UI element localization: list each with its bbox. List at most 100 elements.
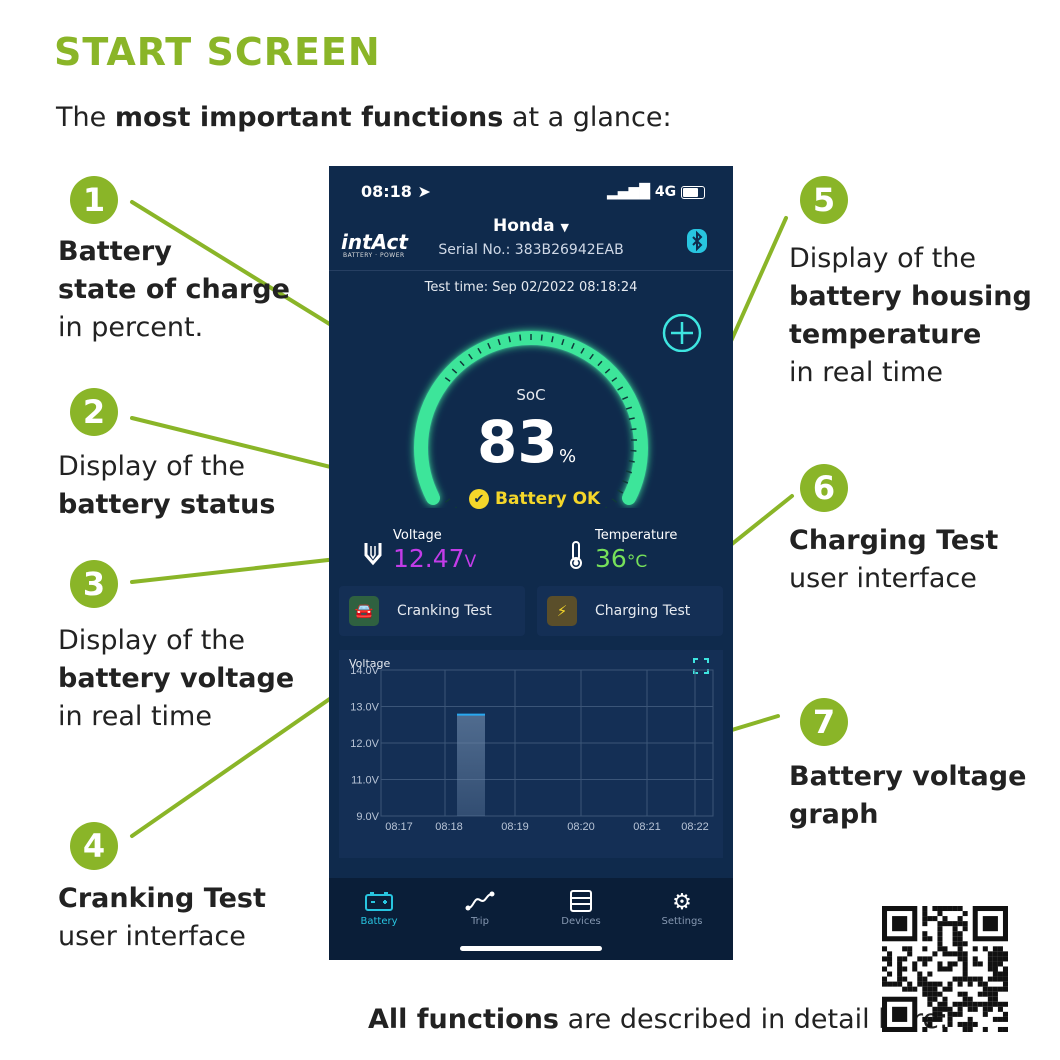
qr-module (927, 986, 933, 992)
qr-module (922, 976, 928, 982)
qr-module (957, 941, 963, 947)
add-icon[interactable] (659, 314, 705, 352)
qr-module (962, 1026, 968, 1032)
qr-module (922, 906, 928, 912)
qr-module (977, 1001, 983, 1007)
qr-module (882, 981, 888, 987)
qr-module (917, 981, 923, 987)
qr-module (947, 906, 953, 912)
qr-module (902, 976, 908, 982)
qr-module (922, 946, 928, 952)
qr-module (992, 956, 998, 962)
nav-devices[interactable]: Devices (541, 890, 621, 927)
qr-module (882, 966, 888, 972)
bluetooth-icon[interactable] (687, 229, 707, 253)
soc-label: SoC (516, 386, 546, 404)
qr-module (967, 1016, 973, 1022)
nav-battery[interactable]: Battery (339, 890, 419, 927)
qr-module (947, 1016, 953, 1022)
qr-module (987, 961, 993, 967)
qr-module (917, 956, 923, 962)
qr-module (947, 1021, 953, 1027)
gauge-tick (604, 506, 608, 508)
qr-module (947, 1011, 953, 1017)
qr-module (932, 916, 938, 922)
graph-title: Voltage (349, 657, 391, 670)
qr-module (962, 996, 968, 1002)
qr-module (1002, 951, 1008, 957)
qr-module (942, 906, 948, 912)
callout-badge-7: 7 (800, 698, 848, 746)
qr-module (952, 951, 958, 957)
qr-module (992, 966, 998, 972)
gauge-tick (611, 377, 618, 382)
gauge-tick (617, 489, 624, 494)
gauge-tick (497, 338, 501, 346)
qr-module (942, 1001, 948, 1007)
qr-module (962, 941, 968, 947)
qr-module (972, 961, 978, 967)
gauge-tick (630, 449, 637, 452)
charging-test-button[interactable]: ⚡ Charging Test (537, 586, 723, 636)
qr-module (977, 991, 983, 997)
qr-module (957, 976, 963, 982)
qr-module (897, 956, 903, 962)
qr-module (927, 1016, 933, 1022)
qr-module (982, 1026, 988, 1032)
qr-module (942, 996, 948, 1002)
status-time: 08:18 ➤ (361, 182, 431, 201)
callout-badge-6: 6 (800, 464, 848, 512)
gauge-tick (459, 360, 465, 367)
qr-module (942, 1026, 948, 1032)
qr-module (992, 961, 998, 967)
gauge-tick (444, 498, 451, 503)
qr-module (962, 926, 968, 932)
intact-logo: intAct (341, 230, 408, 254)
qr-module (937, 936, 943, 942)
qr-code[interactable] (882, 906, 1008, 1032)
footer-text: All functions are described in detail he… (368, 1004, 949, 1035)
qr-module (937, 931, 943, 937)
qr-module (932, 951, 938, 957)
qr-module (972, 956, 978, 962)
gauge-tick (628, 460, 635, 463)
gauge-tick (622, 396, 629, 401)
callout-badge-5: 5 (800, 176, 848, 224)
nav-settings[interactable]: ⚙ Settings (642, 890, 722, 927)
thermometer-icon (570, 541, 582, 569)
qr-module (942, 1006, 948, 1012)
qr-module (937, 1001, 943, 1007)
qr-module (997, 971, 1003, 977)
gauge-tick (570, 342, 575, 349)
gauge-tick (589, 353, 594, 360)
gauge-tick (617, 386, 624, 391)
qr-module (977, 981, 983, 987)
qr-module (992, 1016, 998, 1022)
qr-module (977, 976, 983, 982)
qr-module (987, 991, 993, 997)
nav-trip[interactable]: Trip (440, 890, 520, 927)
car-icon: 🚘 (349, 596, 379, 626)
cranking-test-button[interactable]: 🚘 Cranking Test (339, 586, 525, 636)
intro-text: The most important functions at a glance… (56, 102, 672, 133)
vehicle-selector[interactable]: Honda ▼ (492, 216, 570, 236)
qr-module (982, 1006, 988, 1012)
qr-module (962, 1001, 968, 1007)
qr-module (937, 1011, 943, 1017)
qr-module (957, 946, 963, 952)
qr-module (1002, 981, 1008, 987)
qr-module (957, 921, 963, 927)
qr-module (942, 966, 948, 972)
gauge-tick (604, 368, 611, 374)
battery-status-icon (681, 185, 705, 199)
qr-module (957, 991, 963, 997)
qr-module (997, 961, 1003, 967)
qr-module (932, 1011, 938, 1017)
graph-x-tick: 08:19 (501, 821, 529, 833)
gauge-tick (628, 417, 635, 420)
qr-module (927, 936, 933, 942)
